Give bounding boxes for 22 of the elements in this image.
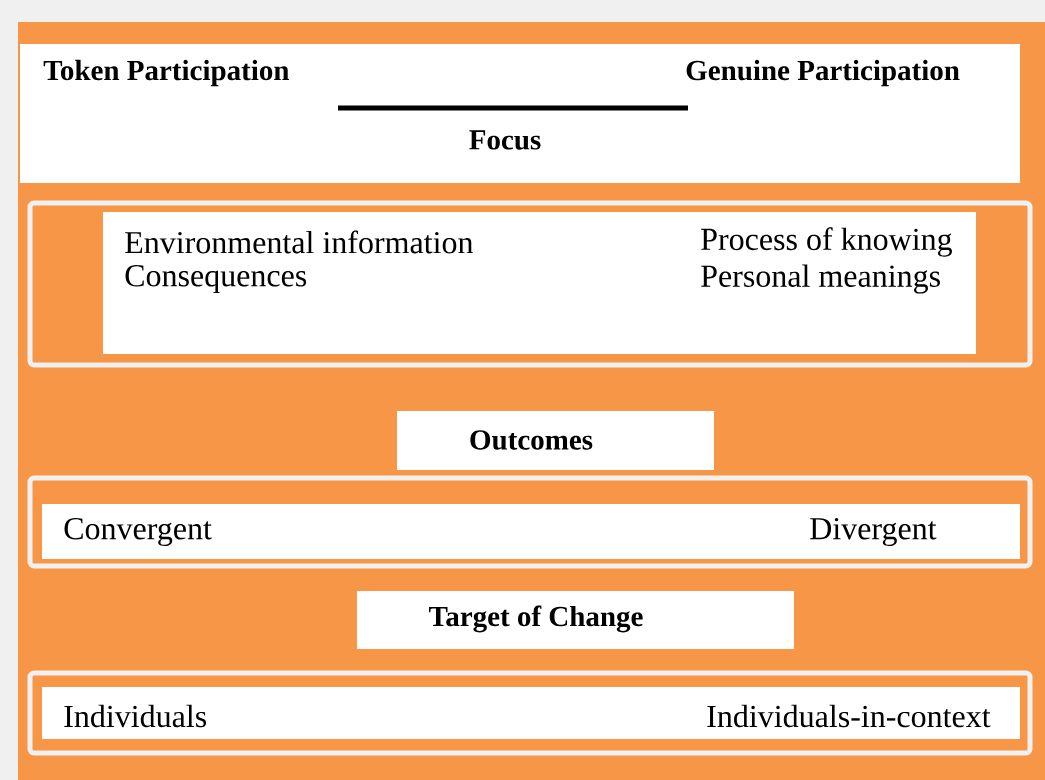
text-box [20, 44, 1020, 183]
label-text: Divergent [810, 517, 937, 547]
label-text: Consequences [125, 265, 307, 293]
heading: Target of Change [429, 605, 643, 633]
text-box [103, 212, 976, 354]
heading: Genuine Participation [686, 59, 960, 87]
text-box [357, 591, 794, 649]
label-text: Environmental information [125, 230, 473, 254]
heading: Token Participation [43, 59, 290, 87]
label-text: Individuals [64, 704, 207, 728]
heading: Outcomes [470, 430, 593, 450]
frame-box [27, 475, 1033, 569]
text-box [42, 687, 1020, 739]
label-text: Convergent [64, 517, 212, 547]
text-box [42, 504, 1020, 559]
label-text: Personal meanings [701, 264, 940, 294]
frame-box [27, 670, 1033, 756]
label-text: Process of knowing [701, 227, 952, 257]
frame-box [27, 200, 1033, 368]
text-box [397, 411, 714, 470]
heading: Focus [469, 130, 541, 150]
label-text: Individuals-in-context [707, 704, 991, 728]
